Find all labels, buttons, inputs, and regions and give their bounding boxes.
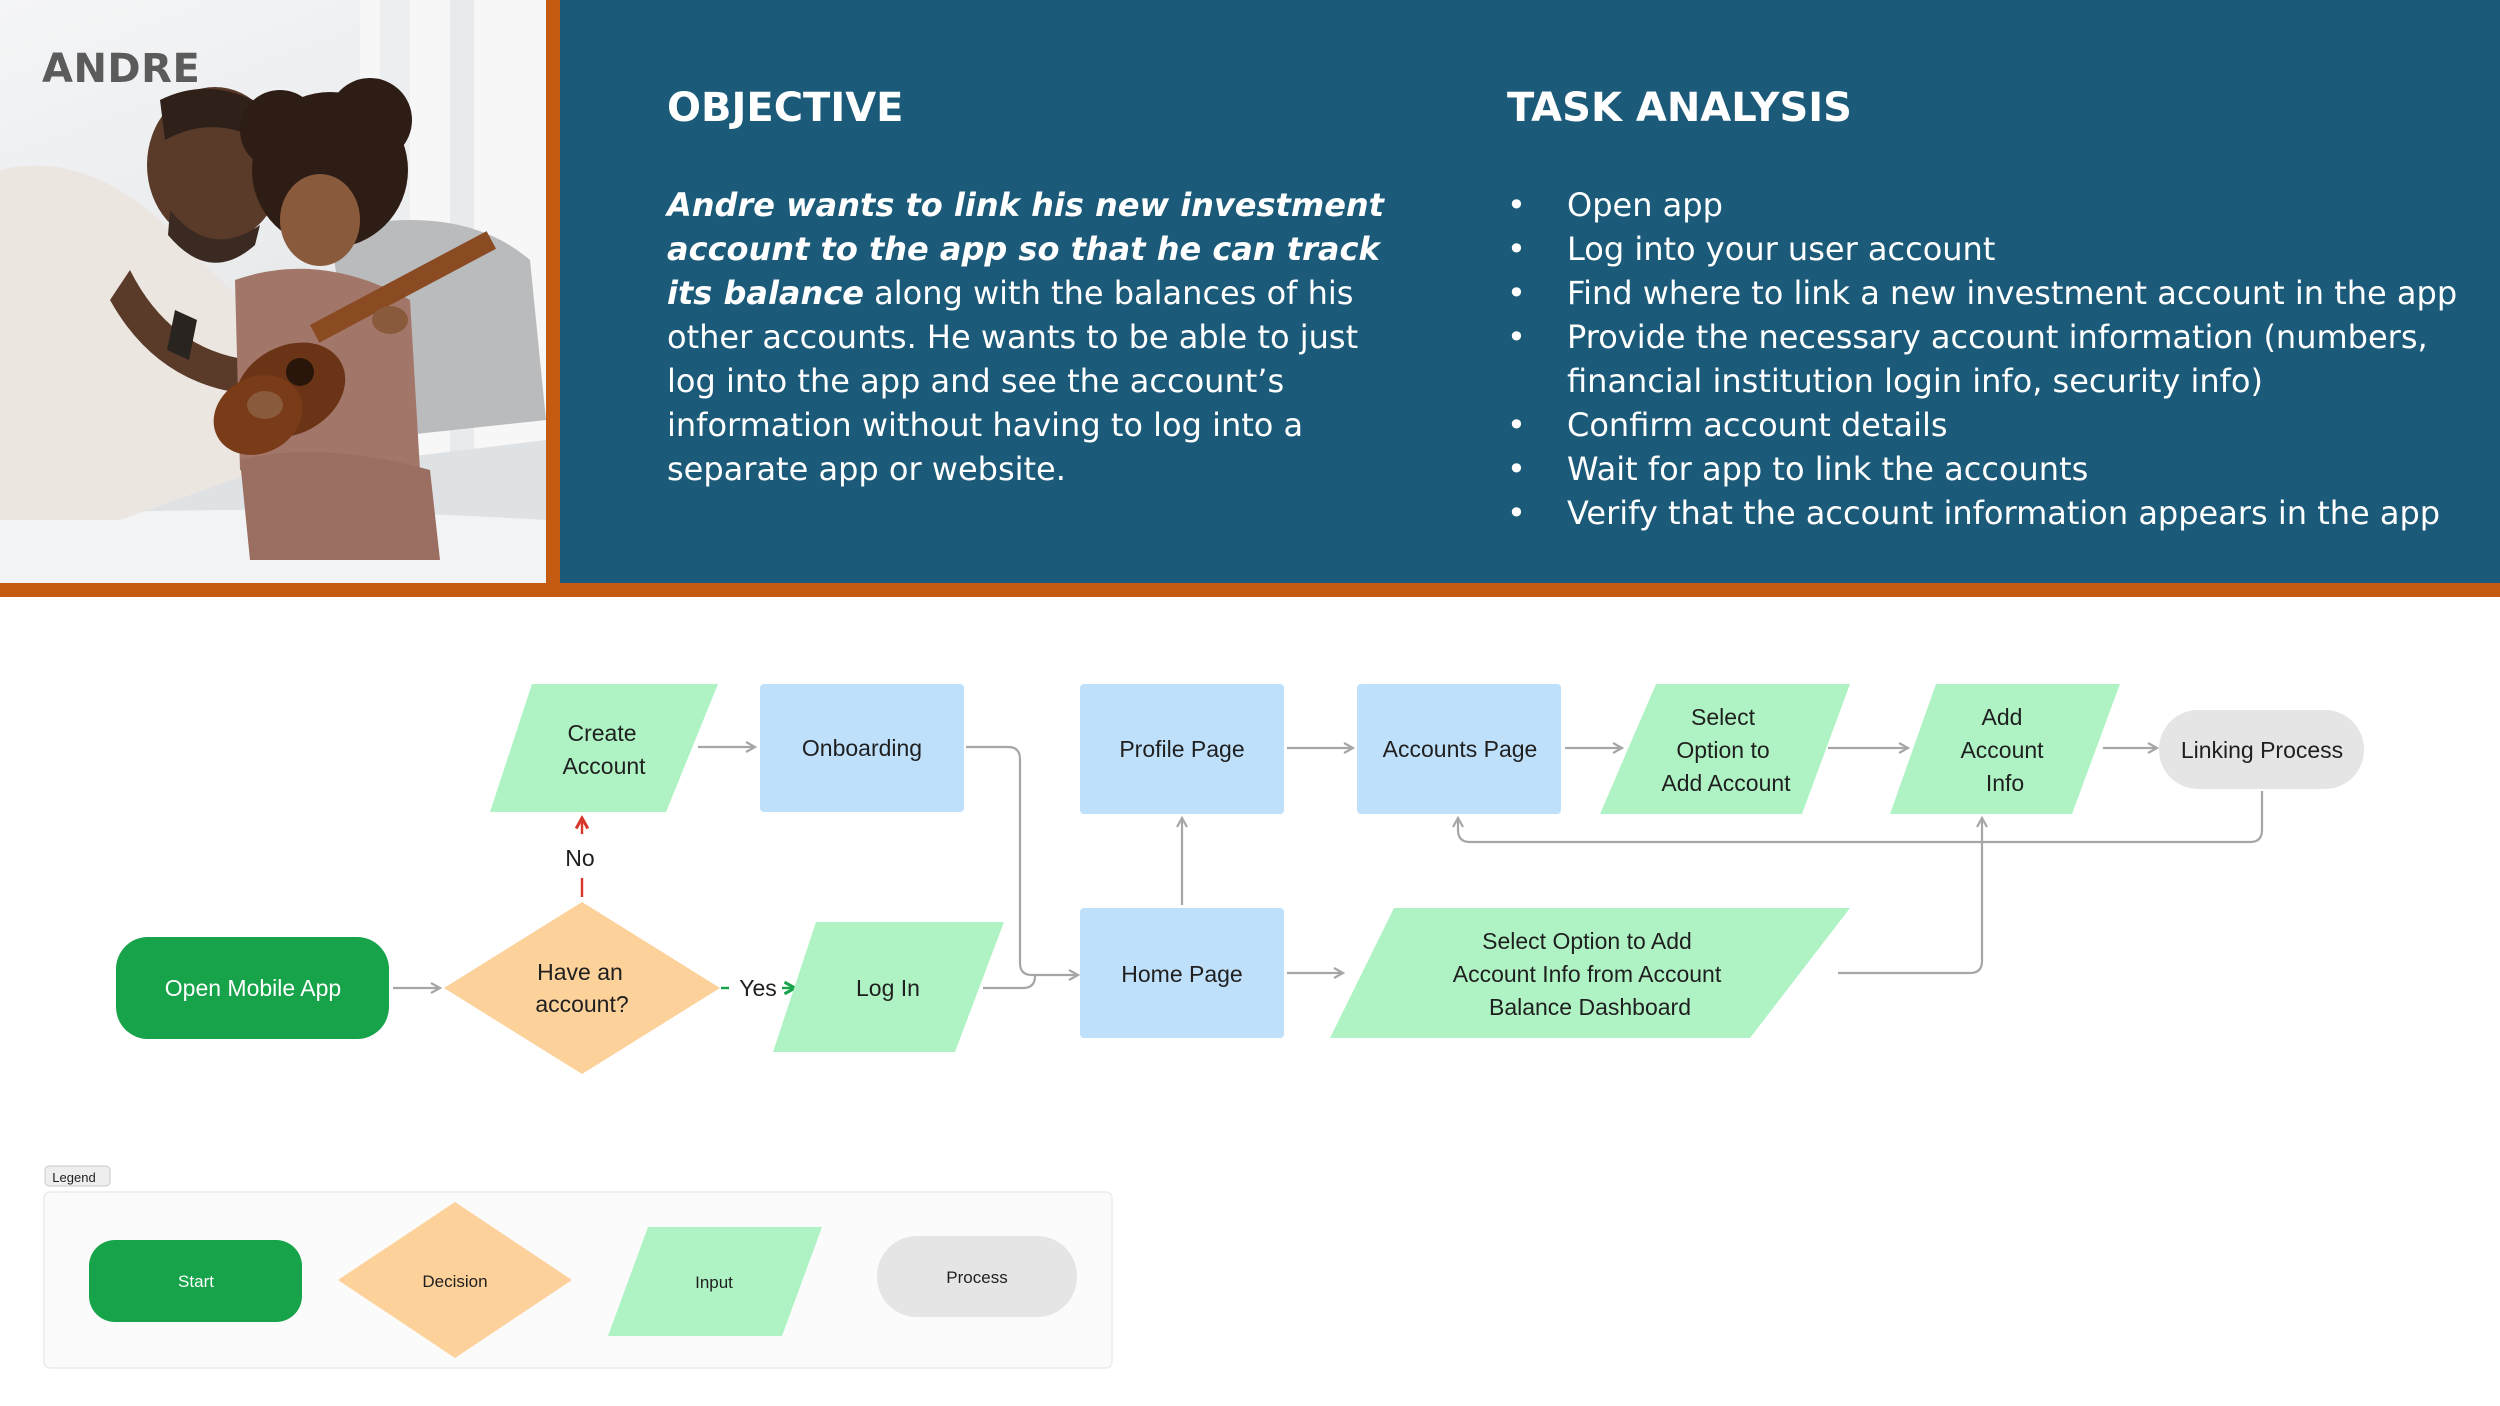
legend-title: Legend xyxy=(52,1170,95,1185)
node-select-option-label-3: Add Account xyxy=(1661,770,1791,796)
node-create-account-label-1: Create xyxy=(567,720,636,746)
node-select-option-add-account xyxy=(1600,684,1850,814)
objective-text: Andre wants to link his new investment a… xyxy=(667,183,1412,491)
legend-input-shape xyxy=(608,1227,822,1336)
node-add-account-info-label-1: Add xyxy=(1982,704,2023,730)
persona-photo-illustration xyxy=(0,0,546,583)
legend-box xyxy=(43,1191,1113,1369)
node-home-page xyxy=(1080,908,1284,1038)
legend-start-shape xyxy=(89,1240,302,1322)
connector-login-to-home xyxy=(983,975,1037,990)
persona-photo xyxy=(0,0,546,583)
node-log-in-label: Log In xyxy=(856,975,920,1001)
node-accounts-page-label: Accounts Page xyxy=(1383,736,1538,762)
legend-tag xyxy=(44,1165,111,1187)
node-profile-page-label: Profile Page xyxy=(1119,736,1244,762)
task-item: Log into your user account xyxy=(1505,227,2465,271)
objective-emphasis: Andre wants to link his new investment a… xyxy=(667,186,1384,312)
node-home-page-label: Home Page xyxy=(1121,961,1242,987)
task-item: Verify that the account information appe… xyxy=(1505,491,2465,535)
edge-label-no: No xyxy=(565,845,594,871)
node-dashboard-label-1: Select Option to Add xyxy=(1482,928,1692,954)
legend-start-label: Start xyxy=(178,1272,214,1291)
node-dashboard-label-3: Balance Dashboard xyxy=(1489,994,1691,1020)
node-accounts-page xyxy=(1357,684,1561,814)
node-create-account-label-2: Account xyxy=(562,753,646,779)
task-item: Wait for app to link the accounts xyxy=(1505,447,2465,491)
accent-divider-vertical xyxy=(546,0,560,597)
node-select-option-label-1: Select xyxy=(1691,704,1756,730)
node-have-account-decision xyxy=(444,902,720,1074)
node-dashboard-label-2: Account Info from Account xyxy=(1453,961,1722,987)
connector-linking-to-accounts xyxy=(1458,791,2264,844)
task-item: Provide the necessary account informatio… xyxy=(1505,315,2465,403)
legend-decision-label: Decision xyxy=(422,1272,487,1291)
node-open-mobile-app xyxy=(116,937,389,1039)
node-have-account-label-2: account? xyxy=(535,991,628,1017)
node-select-from-dashboard xyxy=(1330,908,1850,1038)
flowchart: No Yes Open Mobile App Have an account? … xyxy=(43,684,2364,1369)
objective-heading: OBJECTIVE xyxy=(667,85,904,131)
task-item: Find where to link a new investment acco… xyxy=(1505,271,2465,315)
node-create-account xyxy=(490,684,718,812)
node-linking-process xyxy=(2159,710,2364,789)
legend-process-label: Process xyxy=(946,1268,1007,1287)
legend-input-label: Input xyxy=(695,1273,733,1292)
connector-onboarding-to-home xyxy=(966,745,1078,975)
node-onboarding xyxy=(760,684,964,812)
task-analysis-heading: TASK ANALYSIS xyxy=(1507,85,1852,131)
legend-decision-shape xyxy=(338,1202,572,1358)
node-have-account-label-1: Have an xyxy=(537,959,623,985)
connector-dashboard-to-addinfo xyxy=(1838,818,1982,975)
node-profile-page xyxy=(1080,684,1284,814)
node-onboarding-label: Onboarding xyxy=(802,735,922,761)
legend-process-shape xyxy=(877,1236,1077,1317)
node-linking-process-label: Linking Process xyxy=(2181,737,2343,763)
node-add-account-info-label-2: Account xyxy=(1960,737,2044,763)
task-item: Open app xyxy=(1505,183,2465,227)
node-add-account-info xyxy=(1890,684,2120,814)
node-log-in xyxy=(773,922,1004,1052)
persona-name: ANDRE xyxy=(42,46,201,92)
node-select-option-label-2: Option to xyxy=(1676,737,1769,763)
task-item: Confirm account details xyxy=(1505,403,2465,447)
node-add-account-info-label-3: Info xyxy=(1986,770,2024,796)
edge-label-yes: Yes xyxy=(739,975,777,1001)
task-list: Open app Log into your user account Find… xyxy=(1505,183,2465,535)
objective-body: along with the balances of his other acc… xyxy=(667,274,1359,488)
accent-divider-horizontal xyxy=(0,583,2500,597)
node-open-mobile-app-label: Open Mobile App xyxy=(165,975,341,1001)
